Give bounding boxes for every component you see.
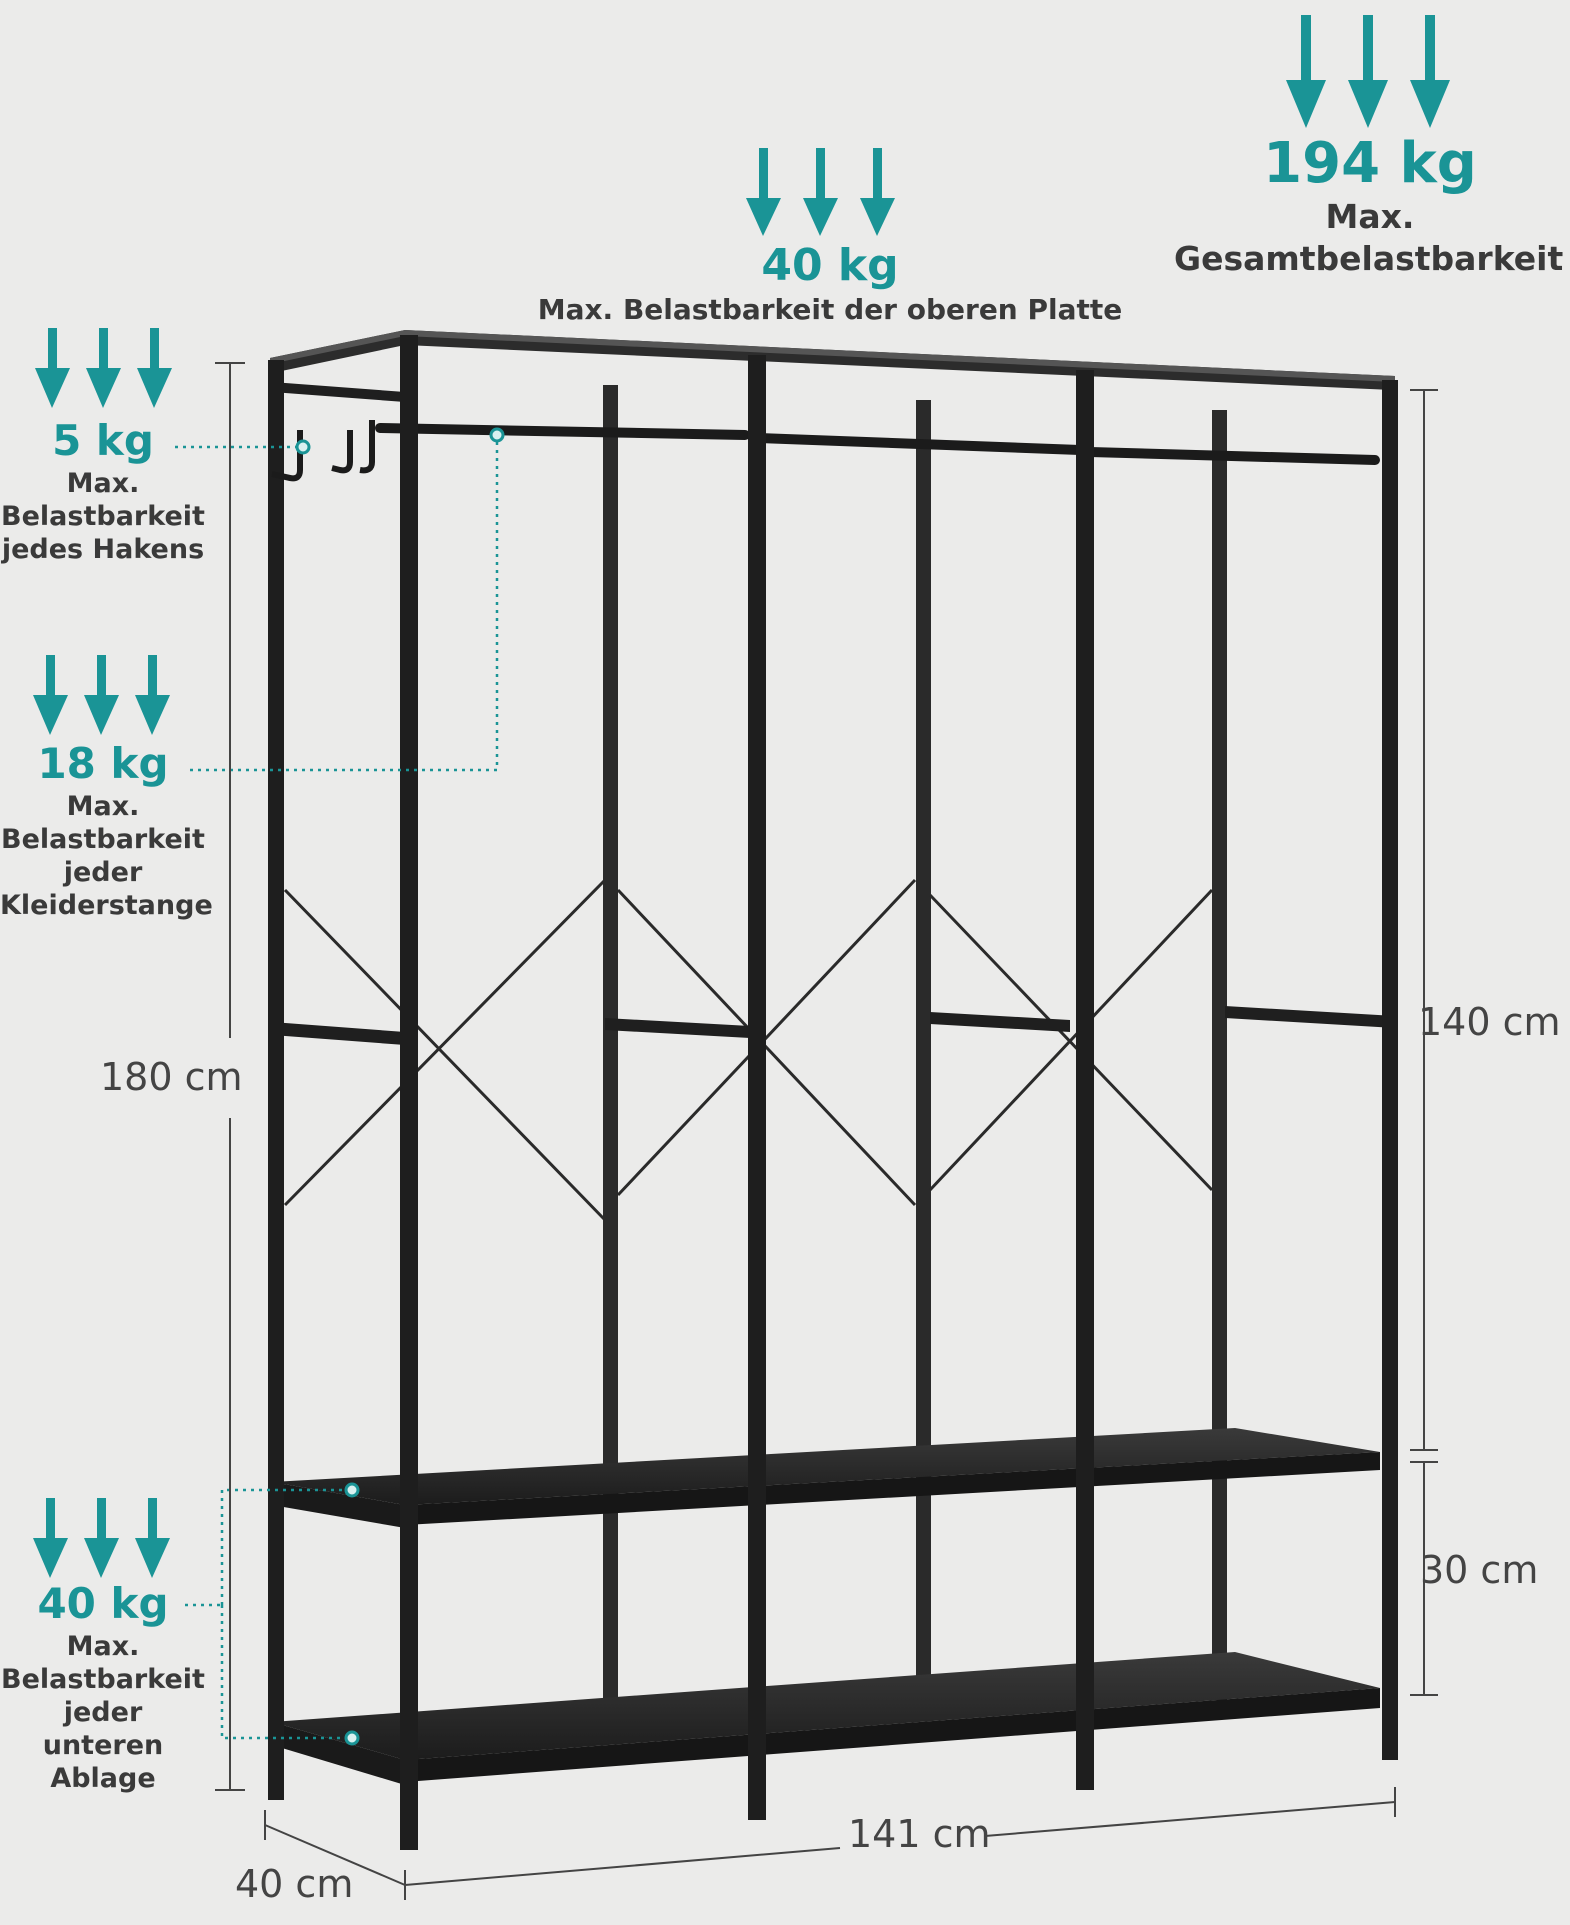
hook-load-kg: 5 kg <box>52 416 154 465</box>
rod-load-line1: Max. <box>66 791 140 822</box>
total-load-label: 194 kg Max. Gesamtbelastbarkeit <box>1170 132 1570 280</box>
lower-shelf-load-line3: jeder unteren <box>42 1697 164 1761</box>
hooks <box>271 420 375 482</box>
lower-shelf-load-label: 40 kg Max. Belastbarkeit jeder unteren A… <box>0 1578 206 1795</box>
dimension-lines <box>215 362 1438 1900</box>
top-plate-kg: 40 kg <box>761 240 899 291</box>
total-load-line1: Max. <box>1325 197 1415 236</box>
height-shelf-label: 30 cm <box>1420 1548 1539 1592</box>
leader-lines <box>175 435 499 1740</box>
leader-dot-icon <box>295 427 505 1746</box>
depth-label: 40 cm <box>235 1862 354 1906</box>
front-posts <box>268 335 1398 1850</box>
top-plate <box>270 330 1395 390</box>
rod-load-kg: 18 kg <box>37 739 169 788</box>
down-arrow-icon <box>33 15 1450 1578</box>
lower-shelf-load-kg: 40 kg <box>37 1579 169 1628</box>
hook-load-line2: Belastbarkeit <box>1 501 205 532</box>
cross-braces <box>283 878 1214 1222</box>
width-label: 141 cm <box>848 1812 991 1856</box>
lower-shelf-load-line4: Ablage <box>50 1763 156 1794</box>
height-total-label: 180 cm <box>100 1055 243 1099</box>
height-hanging-label: 140 cm <box>1418 1000 1561 1044</box>
back-posts <box>603 385 1227 1710</box>
lower-shelf-bottom <box>272 1652 1380 1785</box>
hanging-rods <box>375 423 1380 465</box>
lower-shelf-load-line1: Max. <box>66 1631 140 1662</box>
rod-load-line3: jeder <box>63 857 143 888</box>
rod-load-line2: Belastbarkeit <box>1 824 205 855</box>
hook-load-line3: jedes Hakens <box>1 534 205 565</box>
lower-shelf-upper <box>272 1428 1380 1528</box>
mid-bars <box>272 382 1395 1045</box>
rod-load-label: 18 kg Max. Belastbarkeit jeder Kleiderst… <box>0 738 213 922</box>
top-plate-label: 40 kg Max. Belastbarkeit der oberen Plat… <box>530 240 1130 328</box>
lower-shelf-load-line2: Belastbarkeit <box>1 1664 205 1695</box>
total-load-line2: Gesamtbelastbarkeit <box>1174 239 1564 278</box>
hook-load-label: 5 kg Max. Belastbarkeit jedes Hakens <box>0 415 206 566</box>
hook-load-line1: Max. <box>66 468 140 499</box>
top-plate-desc: Max. Belastbarkeit der oberen Platte <box>537 293 1123 326</box>
total-load-kg: 194 kg <box>1263 131 1477 196</box>
rod-load-line4: Kleiderstange <box>0 890 213 921</box>
